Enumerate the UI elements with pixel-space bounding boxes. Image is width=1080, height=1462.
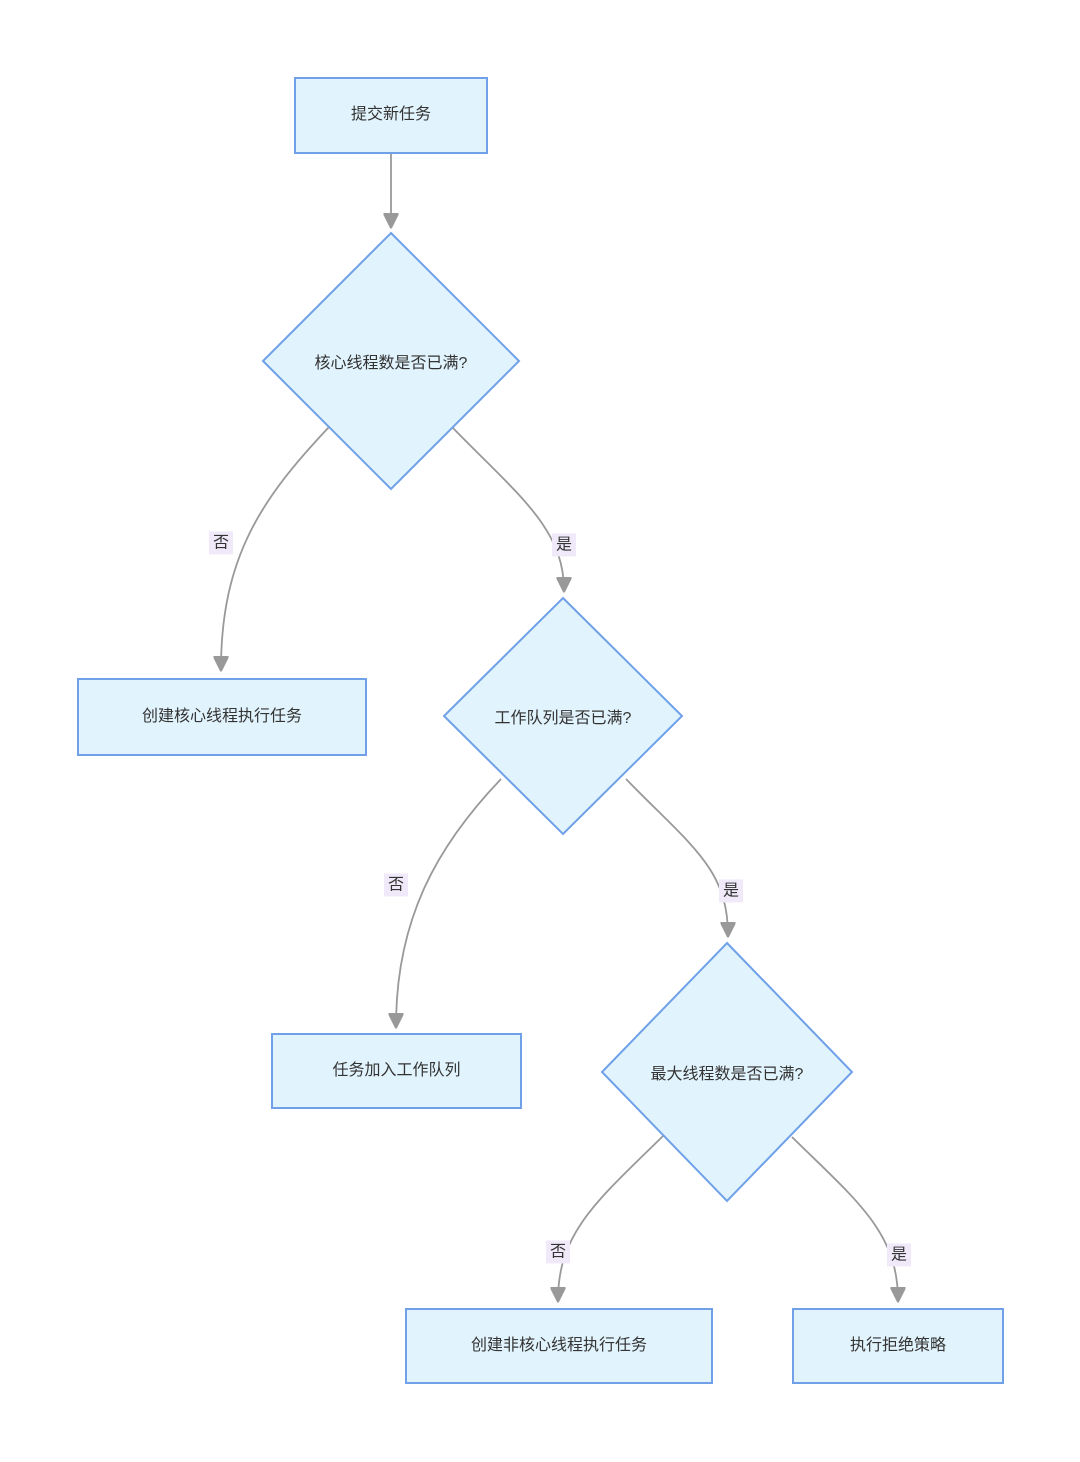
edge-label-maxfull-yes: 是 xyxy=(886,1243,912,1267)
node-create-core-thread-label: 创建核心线程执行任务 xyxy=(141,707,302,725)
decision-queue-full-shape xyxy=(442,596,684,836)
decision-max-full-label: 最大线程数是否已满? xyxy=(650,1066,804,1083)
edge-queuefull-yes xyxy=(625,778,728,935)
node-enqueue-task-label: 任务加入工作队列 xyxy=(332,1061,461,1079)
node-submit-task-label: 提交新任务 xyxy=(350,106,431,124)
edge-maxfull-no xyxy=(558,1135,664,1300)
edge-label-queuefull-yes: 是 xyxy=(718,879,744,903)
edge-corefull-yes xyxy=(451,426,564,590)
edge-label-corefull-yes: 是 xyxy=(551,533,577,557)
node-enqueue-task: 任务加入工作队列 xyxy=(271,1033,522,1109)
node-reject-policy-label: 执行拒绝策略 xyxy=(849,1336,946,1354)
edge-label-maxfull-no: 否 xyxy=(545,1240,571,1264)
node-create-noncore-thread: 创建非核心线程执行任务 xyxy=(405,1308,713,1384)
node-submit-task: 提交新任务 xyxy=(294,77,488,154)
decision-core-full-shape xyxy=(261,231,521,491)
node-reject-policy: 执行拒绝策略 xyxy=(792,1308,1004,1384)
edge-queuefull-no xyxy=(396,778,502,1026)
edge-maxfull-yes xyxy=(791,1136,898,1300)
edge-corefull-no xyxy=(221,426,330,669)
node-create-core-thread: 创建核心线程执行任务 xyxy=(77,678,367,756)
node-create-noncore-thread-label: 创建非核心线程执行任务 xyxy=(470,1336,647,1354)
decision-queue-full-label: 工作队列是否已满? xyxy=(494,710,632,727)
decision-core-full-label: 核心线程数是否已满? xyxy=(314,355,468,372)
decision-max-full-shape xyxy=(600,941,854,1203)
edge-label-corefull-no: 否 xyxy=(208,531,234,555)
edge-label-queuefull-no: 否 xyxy=(383,873,409,897)
